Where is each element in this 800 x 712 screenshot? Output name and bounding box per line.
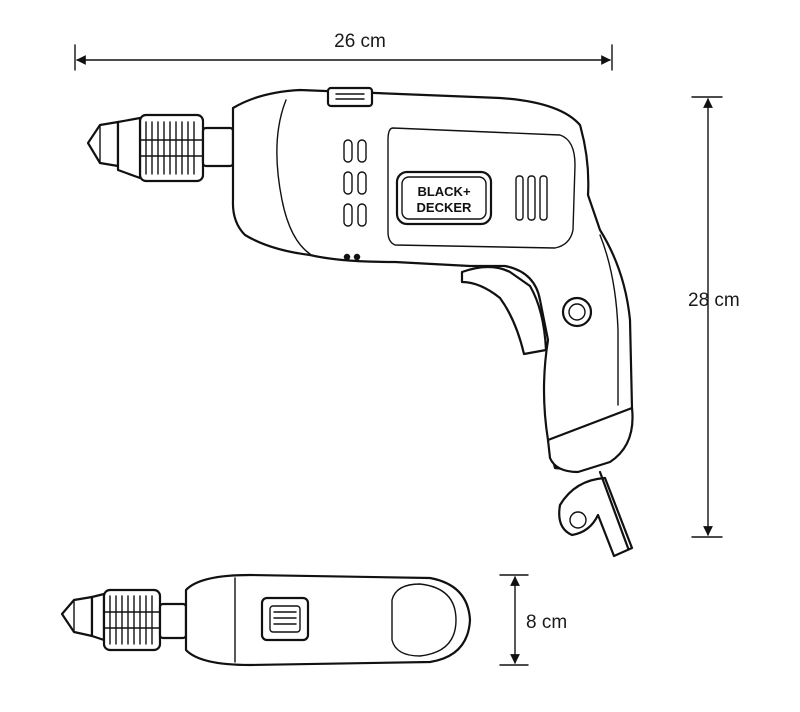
chuck-knurling <box>140 121 203 175</box>
spindle <box>201 126 235 168</box>
drill-side-view <box>86 86 634 558</box>
drill-bit-tip <box>86 120 120 168</box>
top-vent-cap <box>326 86 374 108</box>
grip-base <box>546 406 634 474</box>
drill-body <box>231 88 634 472</box>
brand-badge: BLACK+ DECKER <box>395 170 493 226</box>
height-dimension-line <box>691 96 723 538</box>
width-dimension-line <box>74 44 613 71</box>
top-vent-cap-top <box>260 596 310 642</box>
brand-line-1: BLACK+ <box>417 184 470 199</box>
top-drill-body <box>184 573 472 667</box>
depth-dimension-line <box>499 574 529 666</box>
height-label: 28 cm <box>688 290 740 311</box>
vent-slots <box>343 139 548 227</box>
top-drill-bit-tip <box>60 595 94 638</box>
cord-guard <box>558 476 634 558</box>
top-spindle <box>158 602 188 640</box>
drill-top-view <box>60 573 472 667</box>
trigger <box>460 265 548 356</box>
brand-line-2: DECKER <box>417 200 473 215</box>
lock-on-button <box>561 296 593 328</box>
width-label: 26 cm <box>334 31 386 52</box>
top-chuck-knurling <box>104 595 160 645</box>
depth-label: 8 cm <box>526 612 568 633</box>
